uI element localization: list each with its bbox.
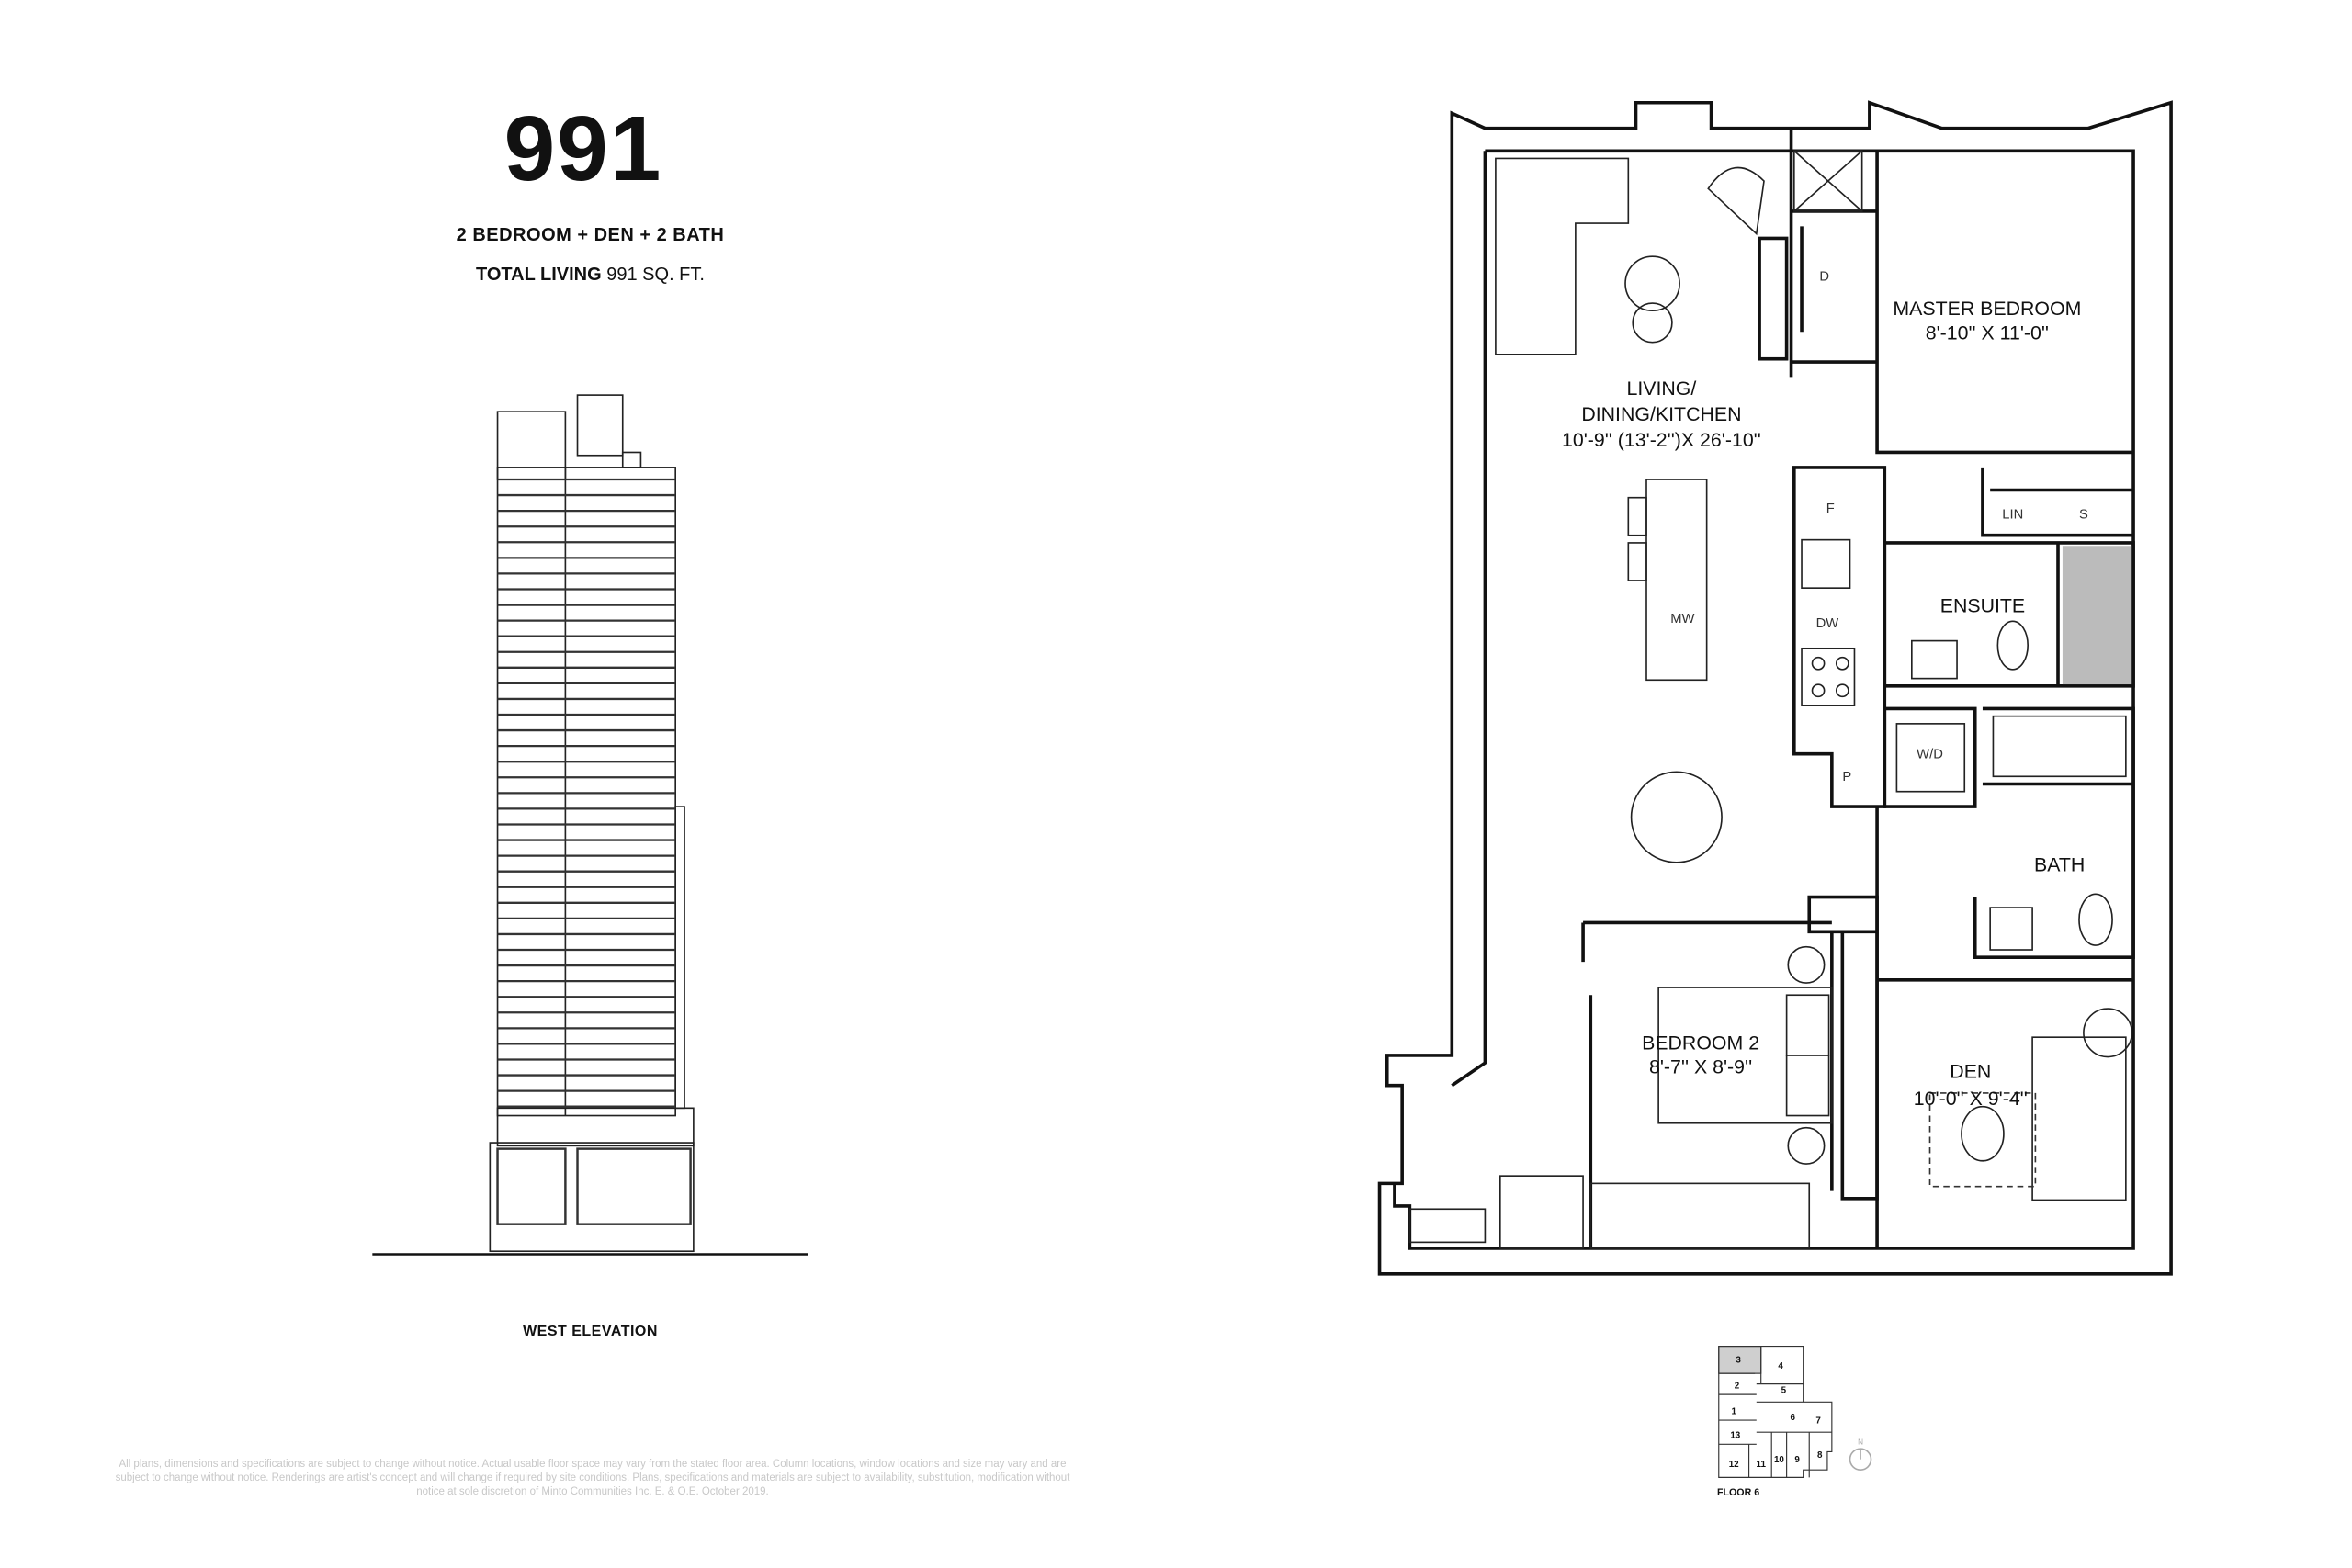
elevation-label: WEST ELEVATION [523,1324,658,1339]
floor-plan: LIVING/ DINING/KITCHEN 10'-9'' (13'-2'')… [1377,100,2173,1276]
key-plan: 3 4 2 5 1 6 7 13 12 11 10 9 8 FLOOR 6 N [1717,1346,1872,1498]
area-label: TOTAL LIVING [476,265,602,285]
keyplan-unit-5: 5 [1781,1385,1787,1395]
den-label: DEN [1950,1061,1991,1083]
keyplan-unit-4: 4 [1778,1361,1783,1371]
area-value: 991 SQ. FT. [606,265,705,285]
fixture-pantry: P [1842,770,1851,784]
bedroom-2-dimensions: 8'-7'' X 8'-9'' [1649,1056,1752,1078]
west-elevation-drawing [372,394,808,1256]
fixture-washer-dryer: W/D [1917,748,1943,762]
keyplan-unit-1: 1 [1731,1406,1736,1416]
fixture-microwave: MW [1670,612,1694,626]
fixture-d: D [1819,269,1829,284]
fixture-fridge: F [1826,502,1835,516]
den-dimensions: 10'-0'' X 9'-4'' [1914,1088,2028,1110]
keyplan-unit-3: 3 [1736,1356,1741,1366]
bath-label: BATH [2034,854,2085,876]
master-bedroom-dimensions: 8'-10'' X 11'-0'' [1926,321,2049,344]
keyplan-unit-6: 6 [1790,1413,1795,1423]
master-bedroom-label: MASTER BEDROOM [1893,298,2081,320]
keyplan-unit-7: 7 [1815,1416,1821,1426]
keyplan-unit-9: 9 [1794,1455,1800,1465]
keyplan-unit-11: 11 [1757,1460,1767,1470]
unit-type: 2 BEDROOM + DEN + 2 BATH [456,225,725,245]
unit-area: TOTAL LIVING 991 SQ. FT. [0,265,1181,286]
keyplan-floor-label: FLOOR 6 [1717,1487,1759,1498]
living-dimensions: 10'-9'' (13'-2'')X 26'-10'' [1562,429,1761,451]
bedroom-2-label: BEDROOM 2 [1642,1032,1759,1054]
keyplan-unit-2: 2 [1735,1382,1740,1392]
disclaimer: All plans, dimensions and specifications… [115,1459,1070,1497]
keyplan-unit-13: 13 [1730,1431,1740,1441]
keyplan-unit-8: 8 [1817,1450,1823,1461]
unit-title: 991 [503,97,663,200]
north-label: N [1858,1438,1863,1446]
fixture-dishwasher: DW [1816,616,1839,631]
keyplan-unit-12: 12 [1729,1460,1739,1470]
living-label-2: DINING/KITCHEN [1581,403,1741,425]
ensuite-label: ENSUITE [1940,594,2025,616]
fixture-shelf: S [2079,508,2088,523]
living-label: LIVING/ [1626,378,1696,400]
keyplan-unit-10: 10 [1774,1455,1784,1465]
fixture-linen: LIN [2002,508,2023,523]
